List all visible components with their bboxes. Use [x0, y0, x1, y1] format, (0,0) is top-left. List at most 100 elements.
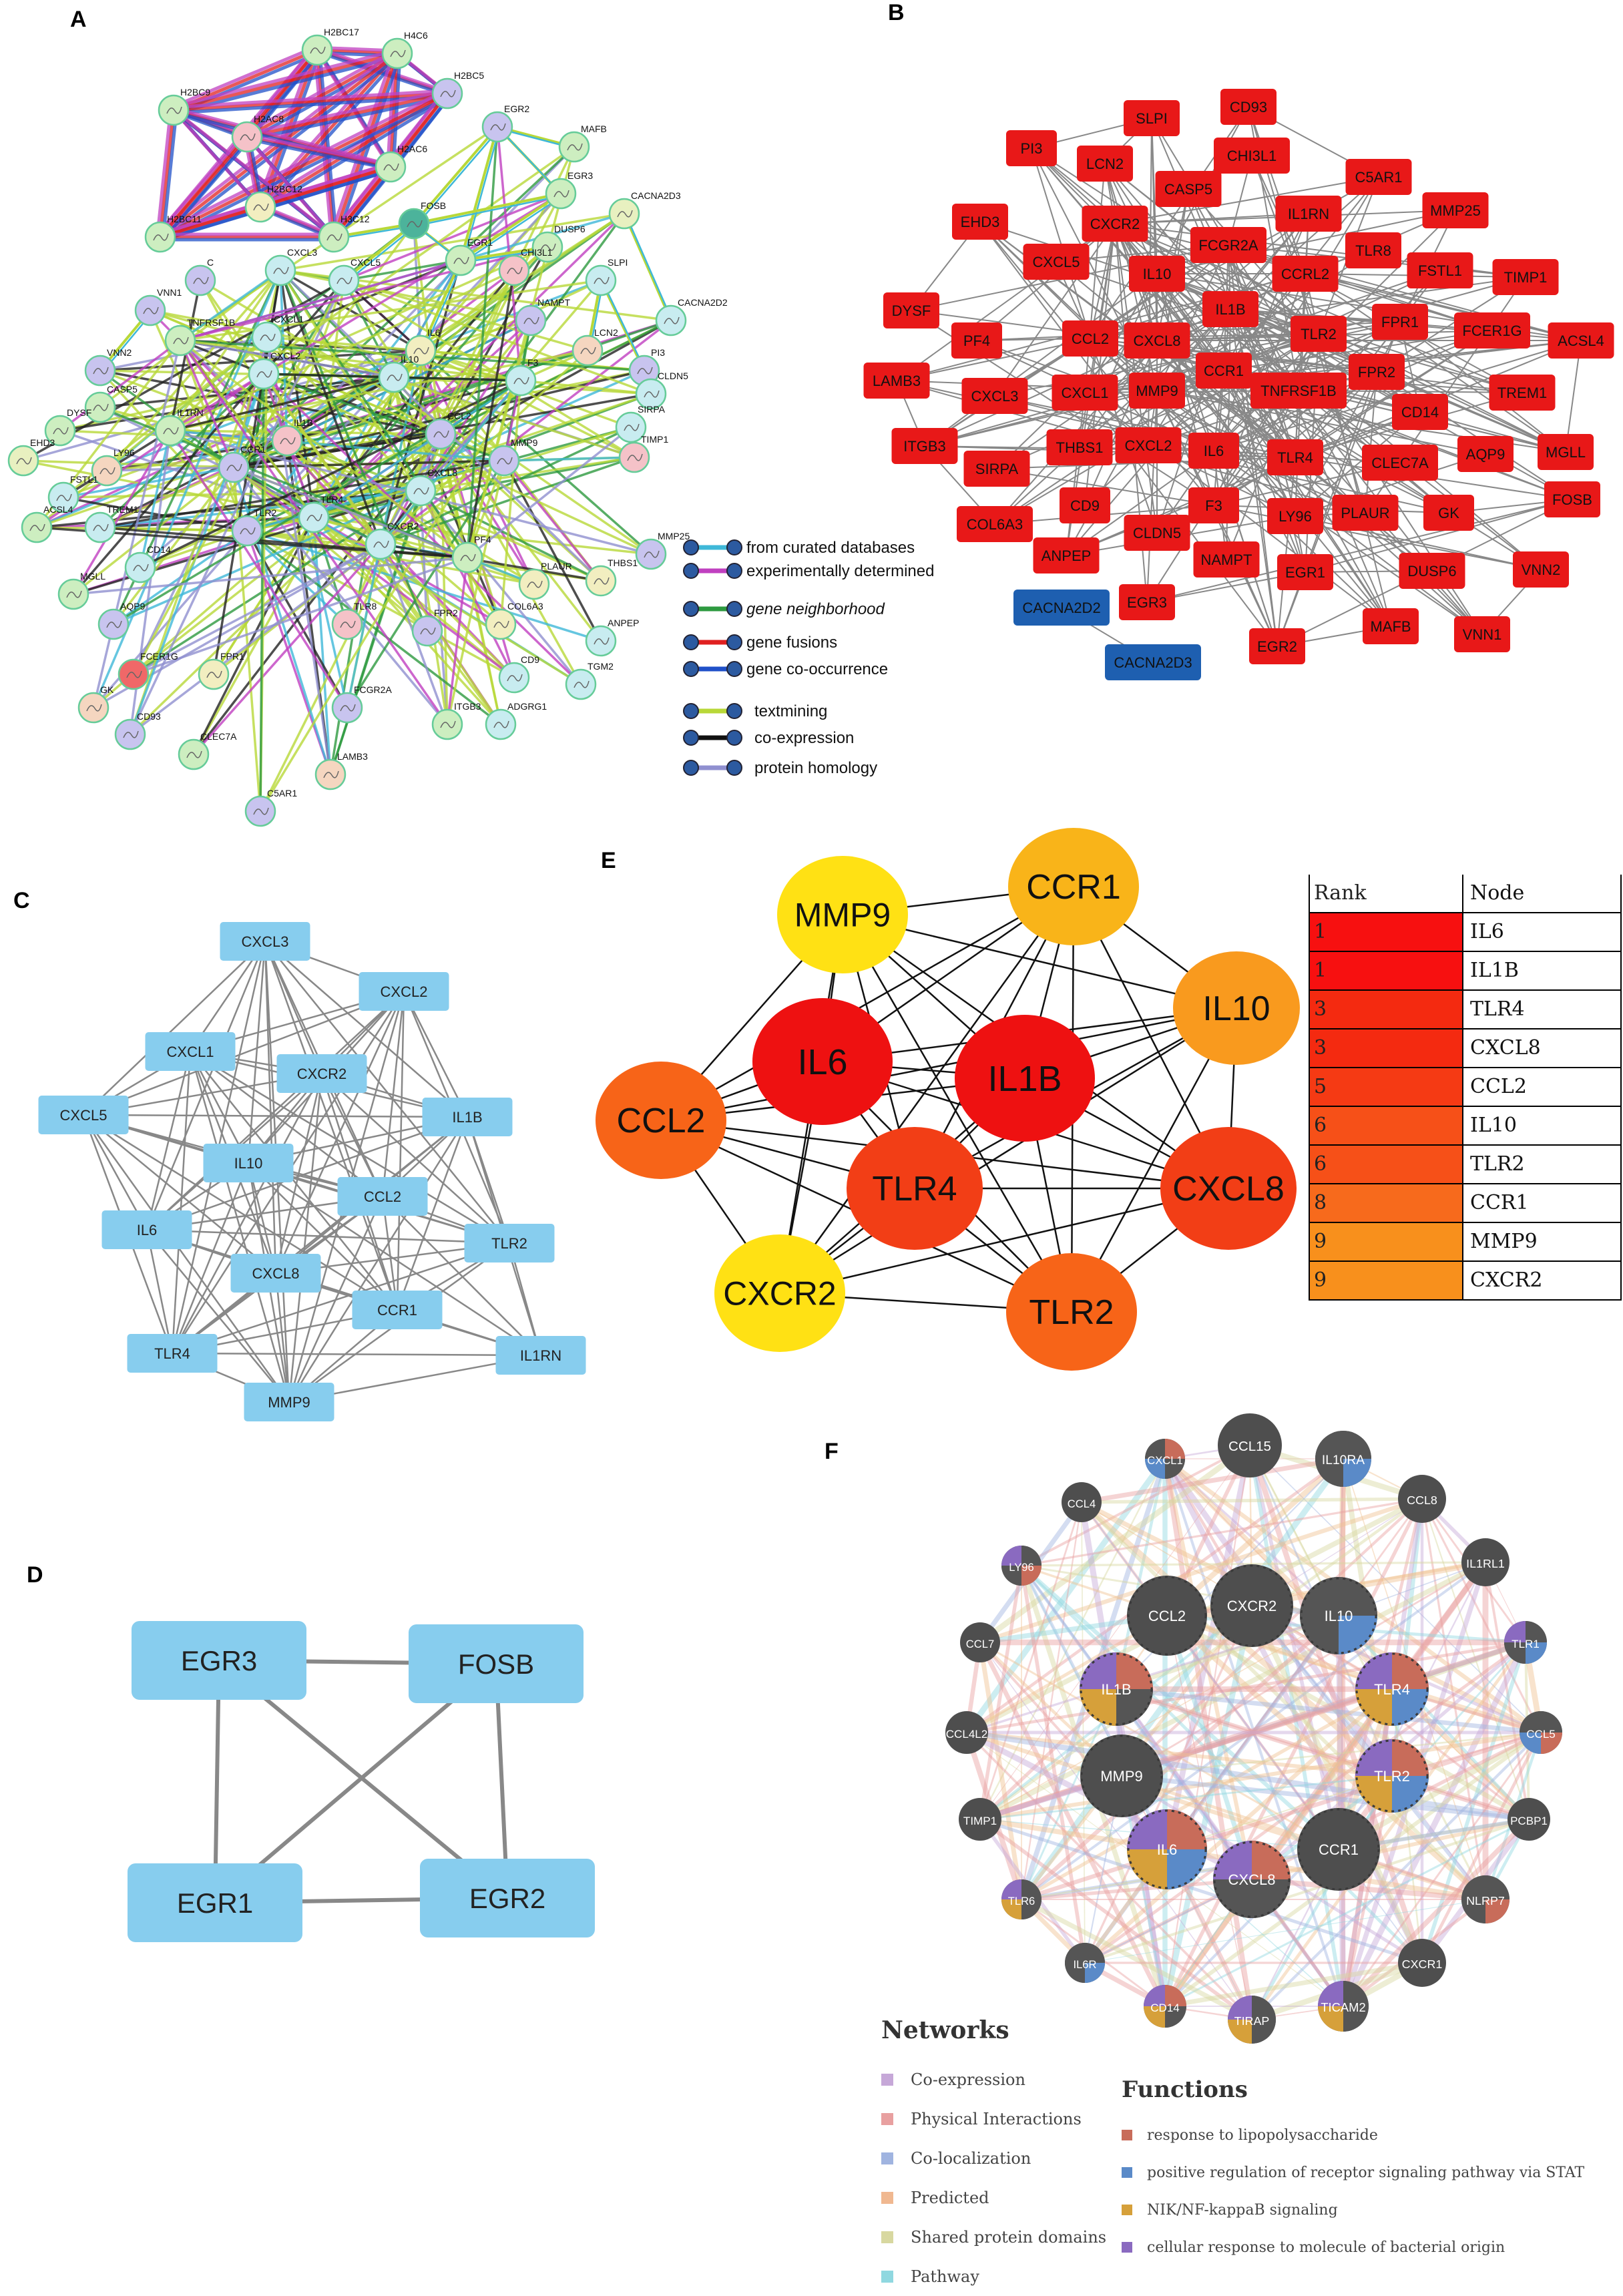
edge-b — [1090, 338, 1449, 513]
node-c-cxcl2: CXCL2 — [359, 972, 449, 1011]
legend-swatch — [881, 2112, 893, 2125]
node-d-box — [128, 1863, 302, 1942]
node-a-pf4: PF4 — [451, 534, 491, 573]
edge-f — [1162, 1560, 1488, 2008]
structure-glyph — [260, 333, 276, 341]
node-a-circle — [91, 455, 123, 487]
node-b-thbs1: THBS1 — [1046, 429, 1113, 465]
edge-f — [1162, 1458, 1254, 2020]
node-f-quadrant — [1339, 1577, 1377, 1616]
node-a-cd93: CD93 — [114, 711, 161, 750]
query-marker — [1210, 1564, 1293, 1647]
structure-glyph — [553, 190, 569, 198]
node-a-h2bc17: H2BC17 — [301, 27, 359, 66]
node-a-label: CXCL5 — [351, 257, 381, 268]
node-b-label: CXCL3 — [971, 388, 1019, 405]
structure-glyph — [106, 620, 122, 628]
legend-a-label: experimentally determined — [746, 562, 934, 580]
structure-glyph — [253, 807, 269, 815]
edge-a — [246, 529, 515, 679]
node-b-box — [1220, 89, 1277, 125]
node-b-box — [1193, 541, 1260, 578]
node-b-mgll: MGLL — [1538, 434, 1594, 470]
node-c-box — [101, 1210, 192, 1249]
edge-f — [1337, 1642, 1527, 1850]
node-b-cxcl2: CXCL2 — [1115, 427, 1182, 463]
node-c-mmp9: MMP9 — [244, 1383, 334, 1421]
edge-a — [466, 460, 505, 558]
edge-a-histone — [170, 105, 389, 166]
edge-a — [99, 526, 248, 532]
node-a-label: DUSP6 — [554, 224, 586, 234]
node-f-quadrant — [1165, 1985, 1186, 2006]
node-f-label: CCL7 — [966, 1638, 994, 1650]
structure-glyph — [540, 243, 556, 251]
node-a-circle — [298, 501, 330, 533]
node-a-cacna2d3: CACNA2D3 — [608, 190, 681, 230]
structure-glyph — [390, 49, 406, 57]
edge-a — [259, 373, 265, 812]
edge-f — [966, 1640, 1526, 1735]
node-b-box — [1202, 291, 1258, 327]
node-a-label: TLR4 — [320, 494, 343, 505]
node-b-pi3: PI3 — [1006, 130, 1057, 166]
structure-glyph — [93, 367, 109, 375]
legend-a-dot — [683, 760, 699, 776]
edge-a — [259, 380, 522, 812]
edge-f — [1421, 1498, 1542, 1733]
edge-a — [379, 543, 515, 679]
node-c-tlr2: TLR2 — [464, 1224, 555, 1262]
node-a-circle — [231, 121, 263, 153]
node-a-label: AQP9 — [120, 601, 146, 612]
edge-b — [1213, 371, 1377, 506]
node-b-box — [1272, 256, 1339, 292]
edge-a — [600, 280, 646, 371]
node-a-circle — [375, 151, 407, 183]
functions-legend-title: Functions — [1122, 2076, 1248, 2103]
edge-f — [1021, 1561, 1486, 1567]
node-a-circle — [314, 758, 346, 790]
node-a-timp1: TIMP1 — [618, 434, 668, 473]
edge-a — [63, 496, 248, 532]
node-b-label: IL1B — [1215, 301, 1245, 318]
edge-f — [1164, 1614, 1254, 1881]
node-f-quadrant — [1165, 1459, 1185, 1479]
node-f-quadrant — [1355, 1739, 1392, 1776]
node-f-nlrp7: NLRP7 — [1461, 1875, 1510, 1923]
edge-b — [1565, 340, 1582, 453]
node-a-egr2: EGR2 — [481, 103, 529, 143]
node-a-ehd3: EHD3 — [7, 437, 55, 477]
node-a-circle — [84, 355, 116, 387]
node-c-box — [38, 1096, 129, 1134]
node-b-il6: IL6 — [1188, 433, 1239, 469]
node-a-circle — [365, 528, 397, 560]
edge-c — [83, 1114, 276, 1274]
edge-a-histone — [334, 55, 402, 240]
node-c-box — [359, 972, 449, 1011]
edge-f — [966, 1729, 1530, 1823]
edge-f — [1421, 1498, 1530, 1820]
edge-f — [1120, 1640, 1527, 1779]
structure-glyph — [226, 463, 242, 471]
structure-glyph — [193, 276, 209, 284]
node-a-label: FCGR2A — [354, 684, 392, 695]
edge-a — [280, 212, 625, 272]
edge-a — [439, 433, 449, 725]
node-a-label: SIRPA — [638, 404, 666, 415]
node-a-circle — [178, 738, 210, 770]
node-a-tlr4: TLR4 — [298, 494, 343, 533]
node-e-il6: IL6 — [752, 998, 893, 1125]
edge-f — [1115, 1688, 1253, 1880]
node-f-circle — [960, 1622, 1000, 1662]
node-a-circle — [248, 358, 280, 390]
node-b-box — [1124, 100, 1180, 136]
node-a-circle — [158, 94, 190, 126]
node-b-pf4: PF4 — [951, 322, 1002, 359]
node-b-box — [1062, 320, 1118, 357]
edge-a — [169, 430, 349, 708]
structure-glyph — [413, 347, 429, 355]
structure-glyph — [527, 580, 543, 588]
node-f-quadrant — [1080, 1689, 1116, 1726]
node-f-quadrant — [1343, 1459, 1371, 1487]
